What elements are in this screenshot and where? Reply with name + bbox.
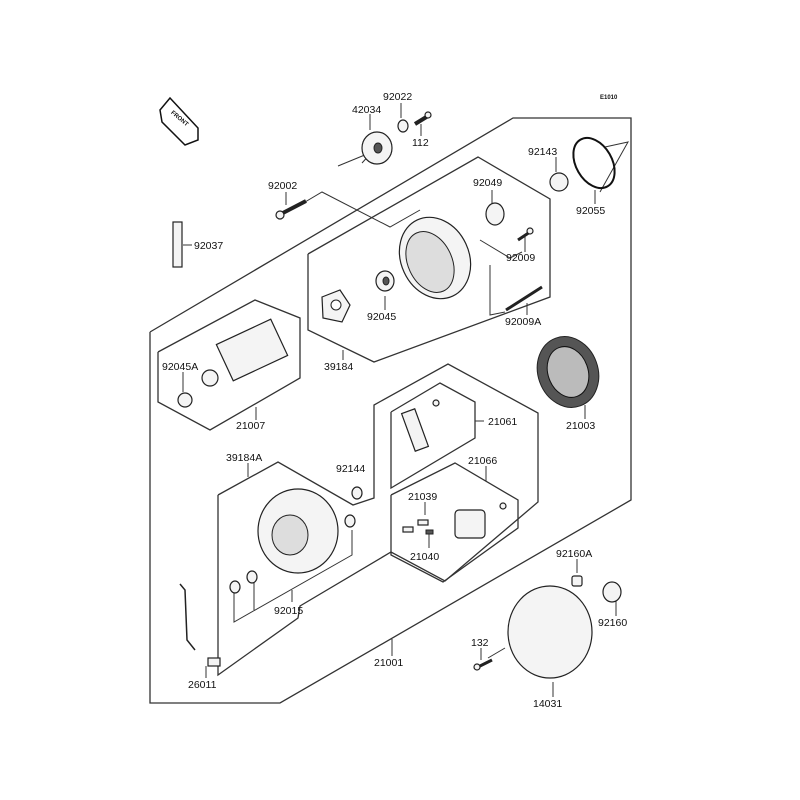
label-92015[interactable]: 92015 bbox=[274, 605, 303, 617]
label-21066[interactable]: 21066 bbox=[468, 455, 497, 467]
cover-14031 bbox=[507, 585, 593, 679]
bolt-112 bbox=[413, 111, 432, 126]
label-92022[interactable]: 92022 bbox=[383, 91, 412, 103]
outline-39184A bbox=[217, 363, 539, 677]
housing-39184A bbox=[257, 488, 339, 574]
holder-21061 bbox=[400, 399, 440, 452]
cap-92160A bbox=[571, 575, 583, 587]
label-21061[interactable]: 21061 bbox=[488, 416, 517, 428]
outline-21007 bbox=[157, 299, 301, 431]
label-92143[interactable]: 92143 bbox=[528, 146, 557, 158]
rotor-21007 bbox=[201, 318, 289, 387]
bearing-92045A bbox=[177, 392, 193, 408]
label-42034[interactable]: 42034 bbox=[352, 104, 381, 116]
label-92002[interactable]: 92002 bbox=[268, 180, 297, 192]
outline-21061 bbox=[390, 382, 476, 490]
regulator-21066 bbox=[402, 502, 507, 539]
housing-39184 bbox=[398, 216, 472, 300]
label-21039[interactable]: 21039 bbox=[408, 491, 437, 503]
label-39184A[interactable]: 39184A bbox=[226, 452, 262, 464]
outline-39184 bbox=[307, 156, 551, 363]
label-132[interactable]: 132 bbox=[471, 637, 489, 649]
label-92160[interactable]: 92160 bbox=[598, 617, 627, 629]
label-92049[interactable]: 92049 bbox=[473, 177, 502, 189]
label-112[interactable]: 112 bbox=[412, 137, 429, 149]
cap-92143 bbox=[549, 172, 569, 192]
cap-92160 bbox=[602, 581, 622, 603]
pin-92037 bbox=[172, 221, 183, 268]
label-92160A[interactable]: 92160A bbox=[556, 548, 592, 560]
stator-21003 bbox=[536, 336, 600, 408]
label-21003[interactable]: 21003 bbox=[566, 420, 595, 432]
label-26011[interactable]: 26011 bbox=[188, 679, 217, 691]
plate-39184 bbox=[321, 289, 351, 323]
bolt-92009 bbox=[517, 227, 534, 242]
diagram-code: E1010 bbox=[600, 95, 618, 101]
label-21001[interactable]: 21001 bbox=[374, 657, 403, 669]
label-92037[interactable]: 92037 bbox=[194, 240, 223, 252]
leader-lines bbox=[182, 103, 629, 697]
label-92045[interactable]: 92045 bbox=[367, 311, 396, 323]
label-92045A[interactable]: 92045A bbox=[162, 361, 198, 373]
outline-21066 bbox=[390, 462, 519, 583]
grommet-92144 bbox=[351, 486, 363, 500]
front-arrow-icon: FRONT bbox=[159, 96, 199, 146]
seal-92049 bbox=[485, 202, 505, 226]
label-92055[interactable]: 92055 bbox=[576, 205, 605, 217]
label-39184[interactable]: 39184 bbox=[324, 361, 353, 373]
part-labels: 42034 92022 112 92143 92055 92002 92049 … bbox=[162, 91, 627, 710]
label-21007[interactable]: 21007 bbox=[236, 420, 265, 432]
oring-92055 bbox=[572, 136, 616, 190]
washer-92022 bbox=[397, 119, 409, 133]
bolt-132 bbox=[473, 658, 493, 671]
label-92009A[interactable]: 92009A bbox=[505, 316, 541, 328]
bolt-92002 bbox=[275, 199, 307, 220]
bolt-92009A bbox=[505, 285, 543, 312]
label-92144[interactable]: 92144 bbox=[336, 463, 365, 475]
label-14031[interactable]: 14031 bbox=[533, 698, 562, 710]
lead-26011 bbox=[179, 583, 221, 667]
pulley-42034 bbox=[361, 131, 393, 165]
bearing-92045 bbox=[375, 270, 395, 292]
label-92009[interactable]: 92009 bbox=[506, 252, 535, 264]
outline-21001 bbox=[149, 117, 632, 704]
nuts-92015 bbox=[229, 514, 356, 594]
label-21040[interactable]: 21040 bbox=[410, 551, 439, 563]
